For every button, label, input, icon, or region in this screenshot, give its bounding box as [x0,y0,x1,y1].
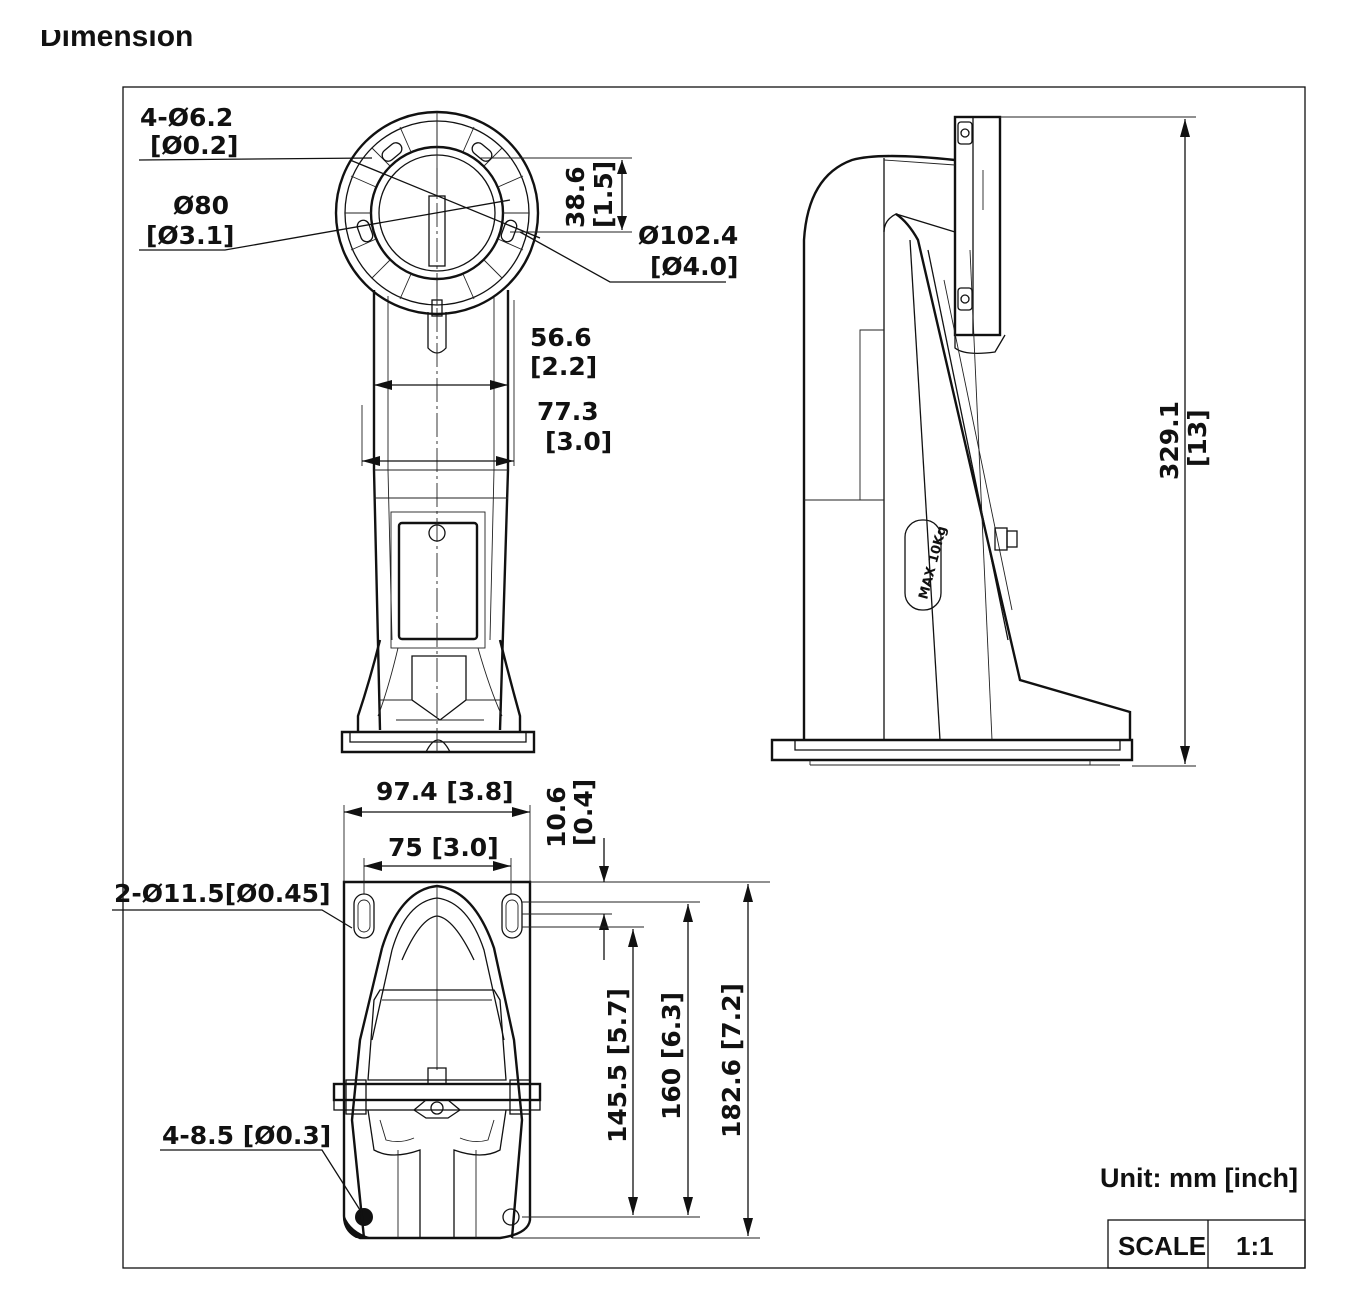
holes-label-inch: [Ø0.2] [150,131,238,160]
inner-diameter-inch: [Ø3.1] [146,221,234,250]
height-value-inch: [13] [1183,409,1212,467]
dim-160: 160 [6.3] [657,992,686,1120]
outer-diameter-inch: [Ø4.0] [650,252,738,281]
hole-spacing: 75 [3.0] [388,833,499,862]
height-value: 329.1 [1155,401,1184,480]
edge-offset: 10.6 [542,786,571,848]
width-large: 77.3 [537,397,599,426]
overall-width: 97.4 [3.8] [376,777,514,806]
front-view: 4-Ø6.2 [Ø0.2] Ø80 [Ø3.1] Ø102.4 [Ø4.0] 3… [138,103,738,754]
width-small: 56.6 [530,323,592,352]
drawing-frame [122,86,1306,1269]
load-stamp: MAX 10Kg [916,525,950,601]
scale-box: SCALE 1:1 [1107,1219,1306,1269]
scale-value: 1:1 [1236,1231,1274,1261]
scale-label: SCALE [1118,1231,1206,1261]
dim-145-5: 145.5 [5.7] [603,988,632,1143]
slot-label: 2-Ø11.5[Ø0.45] [114,879,331,908]
width-large-inch: [3.0] [545,427,612,456]
inner-diameter: Ø80 [173,191,229,220]
width-small-inch: [2.2] [530,352,597,381]
unit-label: Unit: mm [inch] [1100,1163,1298,1193]
side-view: MAX 10Kg 329.1 [13] [770,115,1212,767]
holes-label: 4-Ø6.2 [140,103,233,132]
outer-diameter: Ø102.4 [638,221,738,250]
offset-value: 38.6 [561,166,590,228]
base-view: 97.4 [3.8] 75 [3.0] 10.6 [0.4] 2-Ø11.5[Ø… [112,777,770,1240]
edge-offset-inch: [0.4] [569,779,598,846]
hole-label: 4-8.5 [Ø0.3] [162,1121,331,1150]
dim-182-6: 182.6 [7.2] [717,983,746,1138]
offset-value-inch: [1.5] [589,161,618,228]
